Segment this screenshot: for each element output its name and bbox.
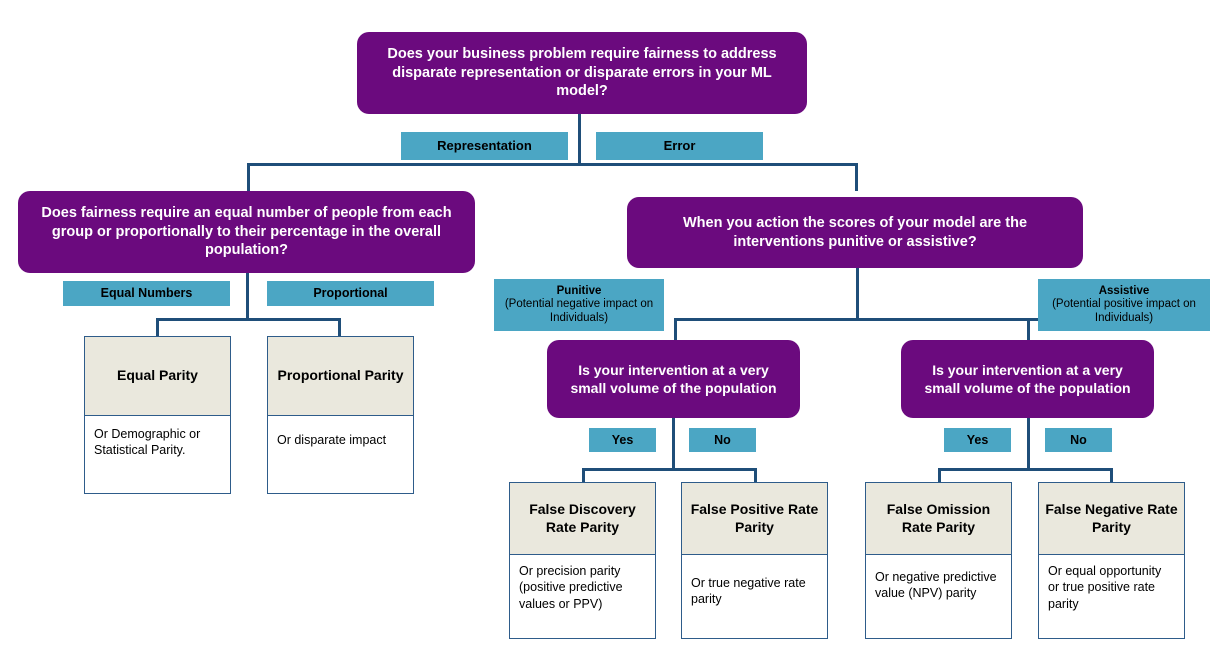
connector-root-stem (578, 113, 581, 165)
connector-representation-bus (156, 318, 341, 321)
answer-punitive-yes-label: Yes (611, 432, 634, 447)
connector-punitive-stem (672, 418, 675, 470)
answer-assistive-label: Assistive (1098, 284, 1150, 297)
connector-root-right-drop (855, 163, 858, 191)
answer-assistive-yes-label: Yes (966, 432, 989, 447)
result-card-false-discovery-rate-parity-note: Or precision parity (positive predictive… (519, 564, 623, 611)
connector-for-drop (938, 468, 941, 483)
representation-question-box[interactable]: Does fairness require an equal number of… (18, 191, 475, 273)
answer-assistive-no[interactable]: No (1045, 428, 1112, 452)
answer-punitive-label: Punitive (556, 284, 602, 297)
connector-fdr-drop (582, 468, 585, 483)
answer-representation-label: Representation (437, 138, 532, 154)
result-card-equal-parity-title: Equal Parity (85, 337, 230, 416)
connector-punitive-bus (582, 468, 757, 471)
answer-assistive-sublabel: (Potential positive impact on Individual… (1052, 298, 1196, 324)
result-card-proportional-parity-note: Or disparate impact (277, 433, 387, 447)
result-card-false-discovery-rate-parity[interactable]: False Discovery Rate Parity Or precision… (509, 482, 656, 639)
error-question-box[interactable]: When you action the scores of your model… (627, 197, 1083, 268)
answer-representation[interactable]: Representation (401, 132, 568, 160)
result-card-proportional-parity[interactable]: Proportional Parity Or disparate impact (267, 336, 414, 494)
connector-error-stem (856, 268, 859, 320)
connector-error-bus (674, 318, 1046, 321)
answer-error[interactable]: Error (596, 132, 763, 160)
connector-root-left-drop (247, 163, 250, 191)
connector-equal-parity-drop (156, 318, 159, 337)
result-card-false-omission-rate-parity-note: Or negative predictive value (NPV) parit… (875, 570, 997, 601)
result-card-false-positive-rate-parity[interactable]: False Positive Rate Parity Or true negat… (681, 482, 828, 639)
answer-punitive-no[interactable]: No (689, 428, 756, 452)
result-card-false-negative-rate-parity-note: Or equal opportunity or true positive ra… (1048, 564, 1162, 611)
connector-assistive-drop (1027, 318, 1030, 340)
connector-proportional-parity-drop (338, 318, 341, 337)
answer-punitive-yes[interactable]: Yes (589, 428, 656, 452)
answer-equal-numbers[interactable]: Equal Numbers (63, 281, 230, 306)
answer-punitive[interactable]: Punitive (Potential negative impact on I… (494, 279, 664, 331)
connector-representation-stem (246, 272, 249, 320)
connector-assistive-stem (1027, 418, 1030, 470)
result-card-equal-parity-note: Or Demographic or Statistical Parity. (94, 427, 201, 458)
connector-punitive-drop (674, 318, 677, 340)
answer-punitive-sublabel: (Potential negative impact on Individual… (504, 298, 654, 324)
answer-assistive-yes[interactable]: Yes (944, 428, 1011, 452)
result-card-false-positive-rate-parity-title: False Positive Rate Parity (682, 483, 827, 555)
answer-assistive[interactable]: Assistive (Potential positive impact on … (1038, 279, 1210, 331)
connector-assistive-bus (938, 468, 1113, 471)
connector-fnr-drop (1110, 468, 1113, 483)
root-question-box[interactable]: Does your business problem require fairn… (357, 32, 807, 114)
answer-equal-numbers-label: Equal Numbers (100, 286, 193, 301)
answer-proportional-label: Proportional (313, 286, 388, 301)
result-card-false-omission-rate-parity-title: False Omission Rate Parity (866, 483, 1011, 555)
answer-assistive-no-label: No (1070, 432, 1087, 447)
result-card-false-negative-rate-parity-title: False Negative Rate Parity (1039, 483, 1184, 555)
assistive-volume-question-box[interactable]: Is your intervention at a very small vol… (901, 340, 1154, 418)
connector-root-bus (247, 163, 858, 166)
result-card-false-omission-rate-parity[interactable]: False Omission Rate Parity Or negative p… (865, 482, 1012, 639)
result-card-proportional-parity-title: Proportional Parity (268, 337, 413, 416)
result-card-equal-parity[interactable]: Equal Parity Or Demographic or Statistic… (84, 336, 231, 494)
answer-error-label: Error (663, 138, 696, 154)
connector-fpr-drop (754, 468, 757, 483)
answer-punitive-no-label: No (714, 432, 731, 447)
result-card-false-negative-rate-parity[interactable]: False Negative Rate Parity Or equal oppo… (1038, 482, 1185, 639)
punitive-volume-question-box[interactable]: Is your intervention at a very small vol… (547, 340, 800, 418)
answer-proportional[interactable]: Proportional (267, 281, 434, 306)
result-card-false-discovery-rate-parity-title: False Discovery Rate Parity (510, 483, 655, 555)
result-card-false-positive-rate-parity-note: Or true negative rate parity (691, 576, 806, 607)
